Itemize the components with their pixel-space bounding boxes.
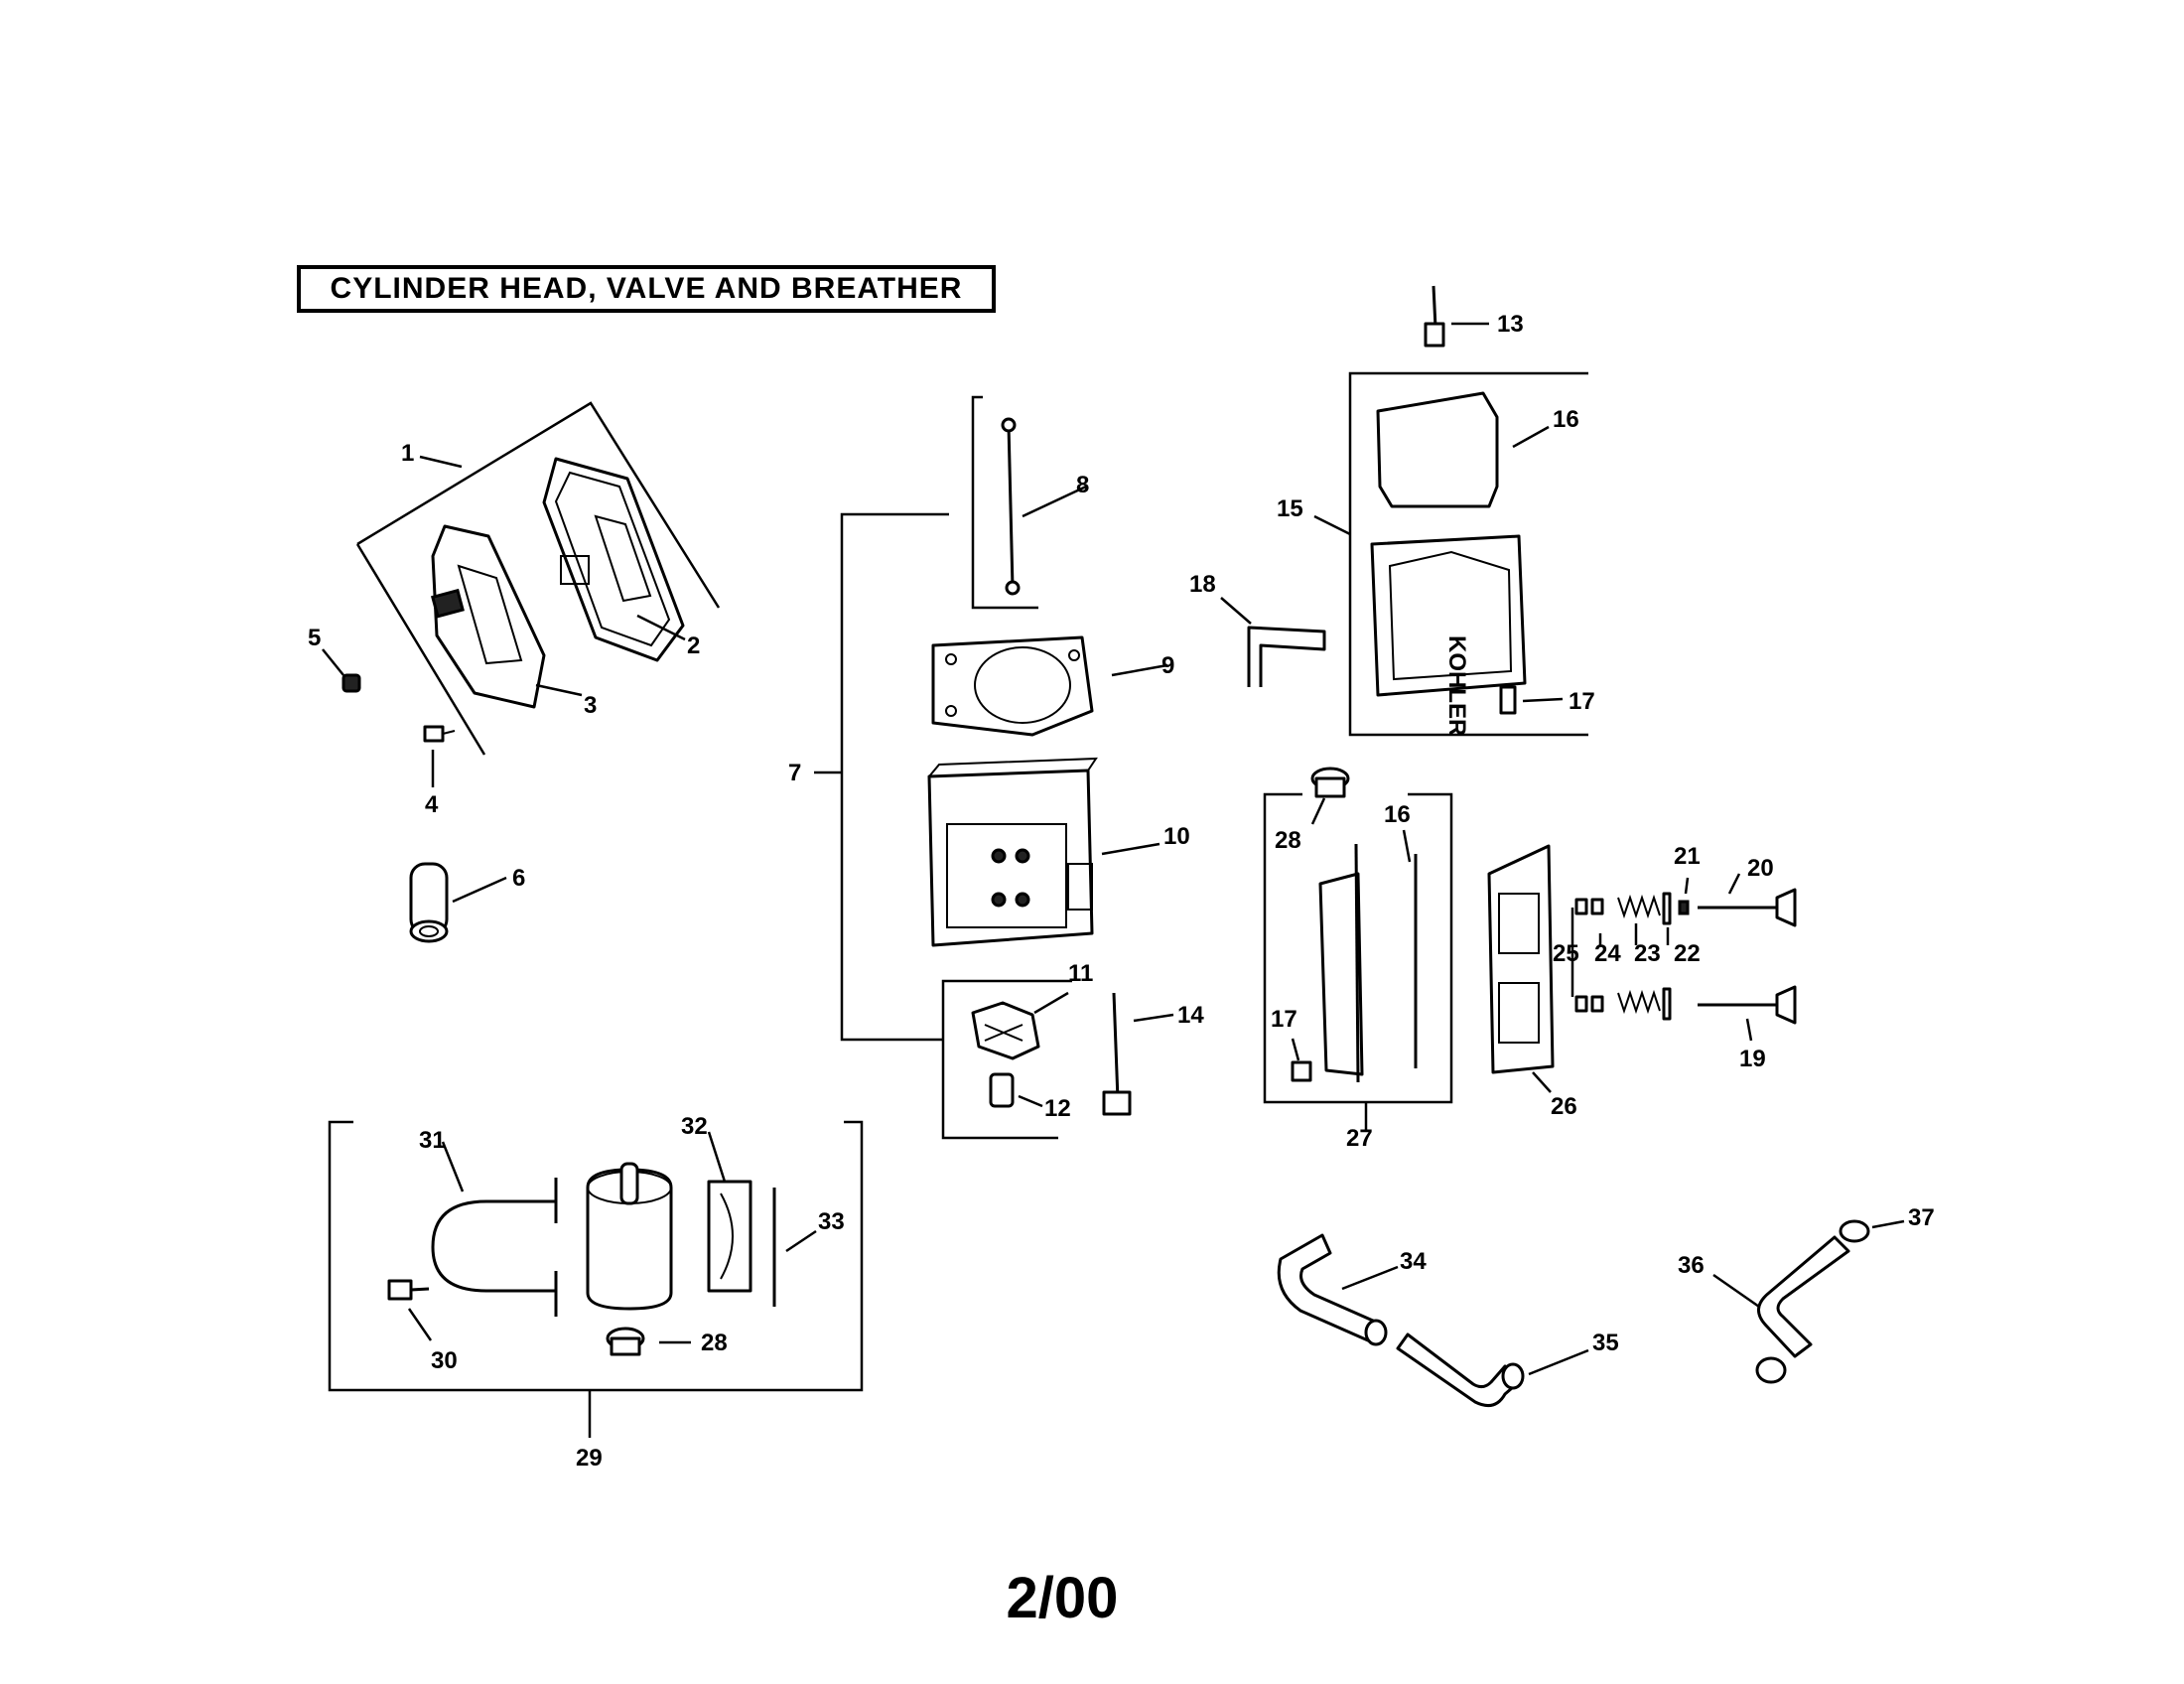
callout-1: 1 [401, 440, 414, 467]
callout-16-upper: 16 [1553, 406, 1579, 433]
breather-group-bracket [355, 401, 721, 756]
bolt-part-13 [1424, 285, 1489, 348]
filter-canister [586, 1162, 673, 1311]
diagram-title: CYLINDER HEAD, VALVE AND BREATHER [297, 265, 996, 313]
grommet-part-28-lower [606, 1327, 691, 1356]
callout-33: 33 [818, 1208, 845, 1235]
valve-cover-box-15 [1313, 371, 1588, 737]
callout-20: 20 [1747, 855, 1774, 882]
callout-35: 35 [1592, 1330, 1619, 1356]
head-bolt-part-14 [1102, 992, 1174, 1116]
hose-part-36 [1712, 1235, 1850, 1384]
screw-part-17-cover [1499, 685, 1564, 715]
screw-part-30 [387, 1279, 433, 1341]
head-parts-box-27 [1263, 792, 1453, 1132]
callout-11: 11 [1068, 960, 1093, 987]
callout-36: 36 [1678, 1252, 1705, 1279]
callout-28-lower: 28 [701, 1330, 728, 1356]
callout-25: 25 [1553, 940, 1579, 967]
valve-kit-box-11-12 [941, 979, 1072, 1140]
strap-part-31 [431, 1141, 558, 1317]
callout-24: 24 [1594, 940, 1621, 967]
pushrod-box-part-8 [971, 395, 1087, 610]
clamp-part-37 [1839, 1219, 1905, 1243]
callout-28-upper: 28 [1275, 827, 1301, 854]
callout-32: 32 [681, 1113, 708, 1140]
callout-4: 4 [425, 791, 439, 818]
hose-part-34 [1277, 1233, 1399, 1346]
breather-cover-part-3 [430, 524, 546, 709]
screw-part-4 [423, 725, 456, 743]
callout-34: 34 [1400, 1248, 1427, 1275]
valve-cover-part: KOHLER [1370, 534, 1527, 736]
valve-train-parts-19-25 [1570, 873, 1797, 1042]
callout-17-upper: 17 [1569, 688, 1595, 715]
grommet-part-28-upper [1310, 767, 1350, 825]
bracket-part-18 [1220, 597, 1326, 687]
callout-labels: 1 2 3 4 5 6 7 8 9 10 11 12 13 14 15 16 1… [308, 311, 1935, 1472]
callout-3: 3 [584, 692, 597, 719]
callout-22: 22 [1674, 940, 1701, 967]
cover-gasket-part-16 [1376, 391, 1550, 508]
leaders-breather [322, 455, 686, 904]
callout-13: 13 [1497, 311, 1524, 338]
gasket-strip-part-16-lower [1402, 829, 1418, 1068]
head-gasket-part-9 [931, 635, 1168, 737]
callout-10: 10 [1163, 823, 1190, 850]
callout-9: 9 [1161, 652, 1174, 679]
breather-gasket-part-2 [542, 457, 685, 662]
cover-logo-text: KOHLER [1443, 635, 1470, 736]
callout-7: 7 [788, 760, 801, 786]
callout-17-lower: 17 [1271, 1006, 1297, 1033]
callout-21: 21 [1674, 843, 1701, 870]
callout-2: 2 [687, 632, 700, 659]
callout-37: 37 [1908, 1204, 1935, 1231]
screw-part-17-lower [1291, 1038, 1312, 1082]
callout-8: 8 [1076, 472, 1089, 498]
callout-26: 26 [1551, 1093, 1577, 1120]
callout-15: 15 [1277, 495, 1303, 522]
callout-6: 6 [512, 865, 525, 892]
rocker-plate-part [1318, 843, 1364, 1083]
cylinder-head-part-10 [927, 757, 1160, 947]
callout-29: 29 [576, 1445, 603, 1472]
callout-12: 12 [1044, 1095, 1071, 1122]
callout-14: 14 [1177, 1002, 1204, 1029]
callout-23: 23 [1634, 940, 1661, 967]
plug-part-5 [341, 673, 361, 693]
breather-tube-part-6 [409, 862, 449, 943]
callout-31: 31 [419, 1127, 446, 1154]
clip-part-32 [707, 1131, 752, 1293]
seal-part-33 [772, 1188, 817, 1307]
callout-16-lower: 16 [1384, 801, 1411, 828]
head-side-part-26 [1487, 844, 1555, 1093]
revision-date: 2/00 [1006, 1566, 1119, 1630]
filter-kit-box-29 [328, 1120, 864, 1438]
hose-part-35 [1396, 1333, 1589, 1408]
callout-19: 19 [1739, 1046, 1766, 1072]
callout-30: 30 [431, 1347, 458, 1374]
cylinder-head-kit-bracket [814, 512, 949, 1042]
callout-18: 18 [1189, 571, 1216, 598]
callout-5: 5 [308, 625, 321, 651]
callout-27: 27 [1346, 1125, 1373, 1152]
